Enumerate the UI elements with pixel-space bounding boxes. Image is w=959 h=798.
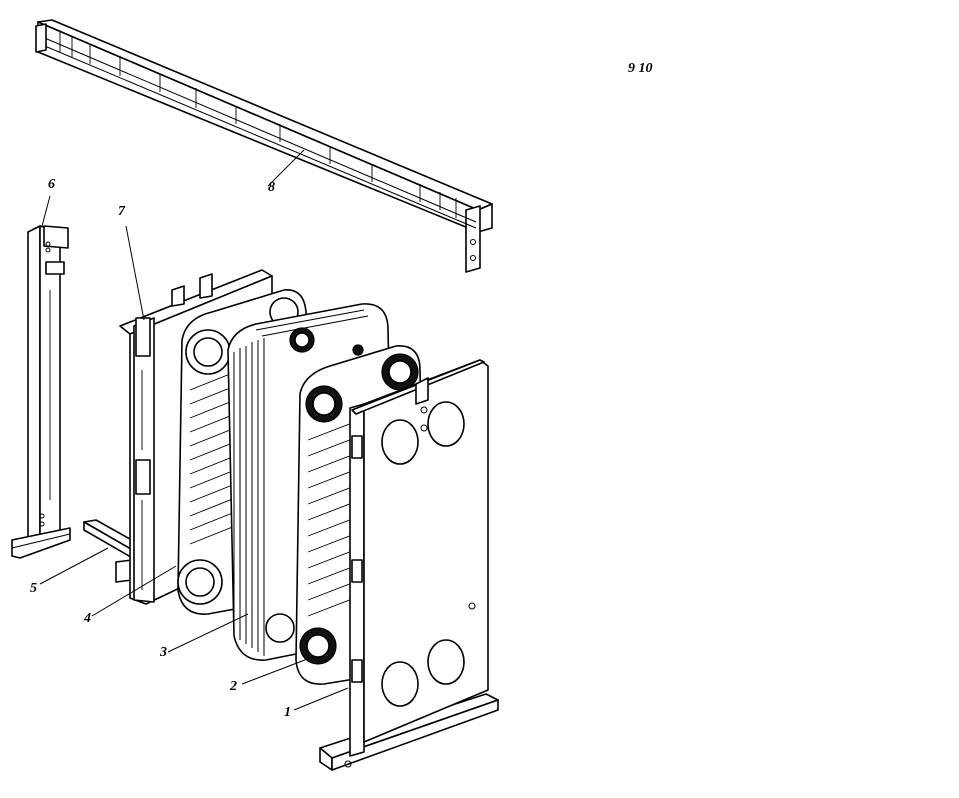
callout-label-7: 7 (118, 204, 125, 219)
callout-label-6: 6 (48, 177, 55, 192)
callout-label-5: 5 (30, 581, 37, 596)
callout-label-4: 4 (84, 611, 91, 626)
corner-reference-text: 9 10 (628, 61, 653, 76)
callout-label-8: 8 (268, 180, 275, 195)
top-carrying-bar (35, 19, 493, 273)
callout-label-3: 3 (160, 645, 167, 660)
leader-lines (39, 149, 349, 711)
fixed-frame-plate (319, 359, 499, 771)
callout-label-1: 1 (284, 705, 291, 720)
support-column (11, 225, 71, 559)
callout-label-2: 2 (230, 679, 237, 694)
